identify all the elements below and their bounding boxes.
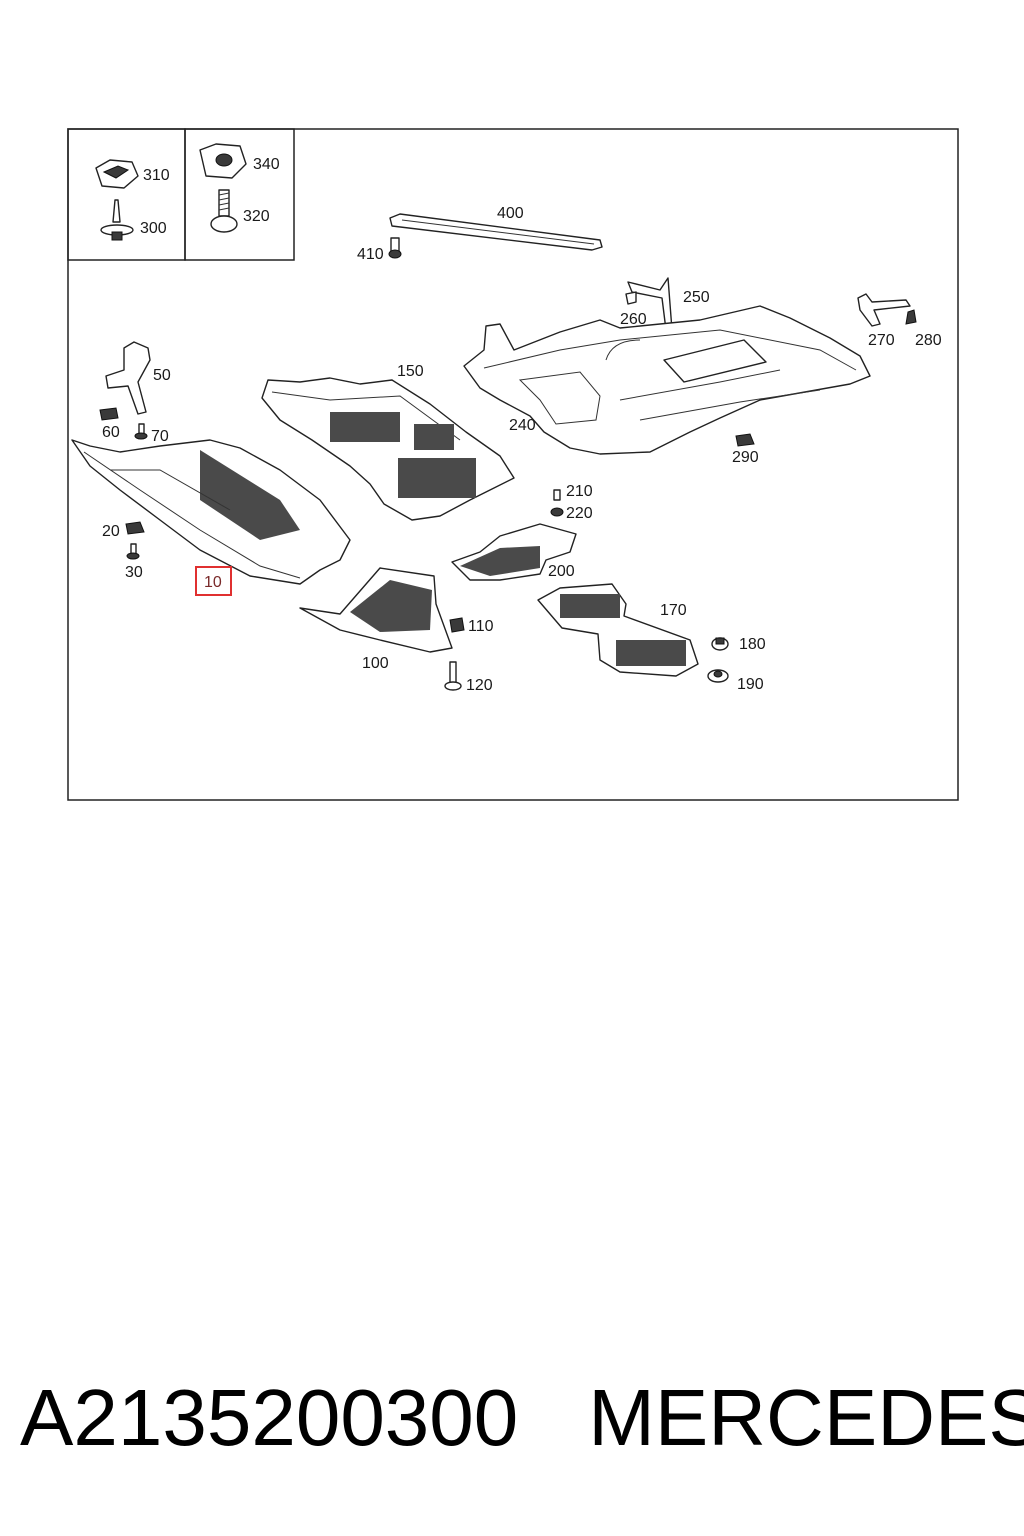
label-300: 300 (140, 220, 167, 237)
clip-60-icon (99, 407, 119, 421)
legend-box-right (184, 128, 295, 261)
part-number: A2135200300 (20, 1373, 519, 1462)
rivet-300-icon (100, 199, 134, 241)
clip-20-icon (125, 521, 145, 535)
bracket-50-icon (105, 341, 151, 415)
underbody-panel-240-icon (463, 305, 871, 455)
washer-220-icon (550, 507, 564, 517)
label-240: 240 (509, 417, 536, 434)
label-400: 400 (497, 205, 524, 222)
underbody-panel-150-icon (261, 377, 515, 521)
legend-box-left (67, 128, 186, 261)
parts-diagram: 10 20 30 50 60 70 100 110 120 150 170 18… (67, 128, 959, 801)
clip-280-icon (905, 309, 917, 325)
washer-nut-190-icon (707, 669, 729, 683)
clip-290-icon (735, 433, 755, 447)
caption: A2135200300 MERCEDES (20, 1368, 1024, 1468)
diagram-frame (67, 128, 959, 801)
label-110: 110 (468, 618, 494, 635)
label-60: 60 (102, 424, 120, 441)
strut-bar-400-icon (389, 213, 603, 251)
label-310: 310 (143, 167, 170, 184)
screw-70-icon (134, 423, 148, 440)
label-260: 260 (620, 311, 647, 328)
label-150: 150 (397, 363, 424, 380)
label-50: 50 (153, 367, 171, 384)
label-20: 20 (102, 523, 120, 540)
label-180: 180 (739, 636, 766, 653)
label-340: 340 (253, 156, 280, 173)
screw-210-icon (553, 489, 561, 501)
label-190: 190 (737, 676, 764, 693)
panel-170-icon (537, 583, 699, 677)
spring-nut-340-icon (199, 143, 247, 179)
clip-110-icon (449, 617, 465, 633)
front-underbody-panel-10-icon (71, 439, 351, 585)
label-170: 170 (660, 602, 687, 619)
label-200: 200 (548, 563, 575, 580)
label-220: 220 (566, 505, 593, 522)
label-120: 120 (466, 677, 493, 694)
label-270: 270 (868, 332, 895, 349)
label-250: 250 (683, 289, 710, 306)
label-280: 280 (915, 332, 942, 349)
brand-name: MERCEDES (588, 1373, 1024, 1462)
label-70: 70 (151, 428, 169, 445)
clip-nut-310-icon (95, 159, 139, 189)
clip-260-icon (625, 291, 637, 305)
screw-30-icon (126, 543, 140, 560)
bolt-410-icon (388, 237, 402, 259)
label-410: 410 (357, 246, 384, 263)
panel-200-icon (451, 523, 577, 581)
label-320: 320 (243, 208, 270, 225)
label-210: 210 (566, 483, 593, 500)
label-30: 30 (125, 564, 143, 581)
rivet-120-icon (444, 661, 462, 691)
label-100: 100 (362, 655, 389, 672)
bolt-320-icon (210, 189, 238, 233)
bracket-270-icon (857, 293, 911, 327)
highlight-box (195, 566, 232, 596)
label-290: 290 (732, 449, 759, 466)
panel-100-icon (299, 567, 453, 653)
label-10: 10 (204, 574, 222, 591)
nut-180-icon (711, 637, 729, 651)
